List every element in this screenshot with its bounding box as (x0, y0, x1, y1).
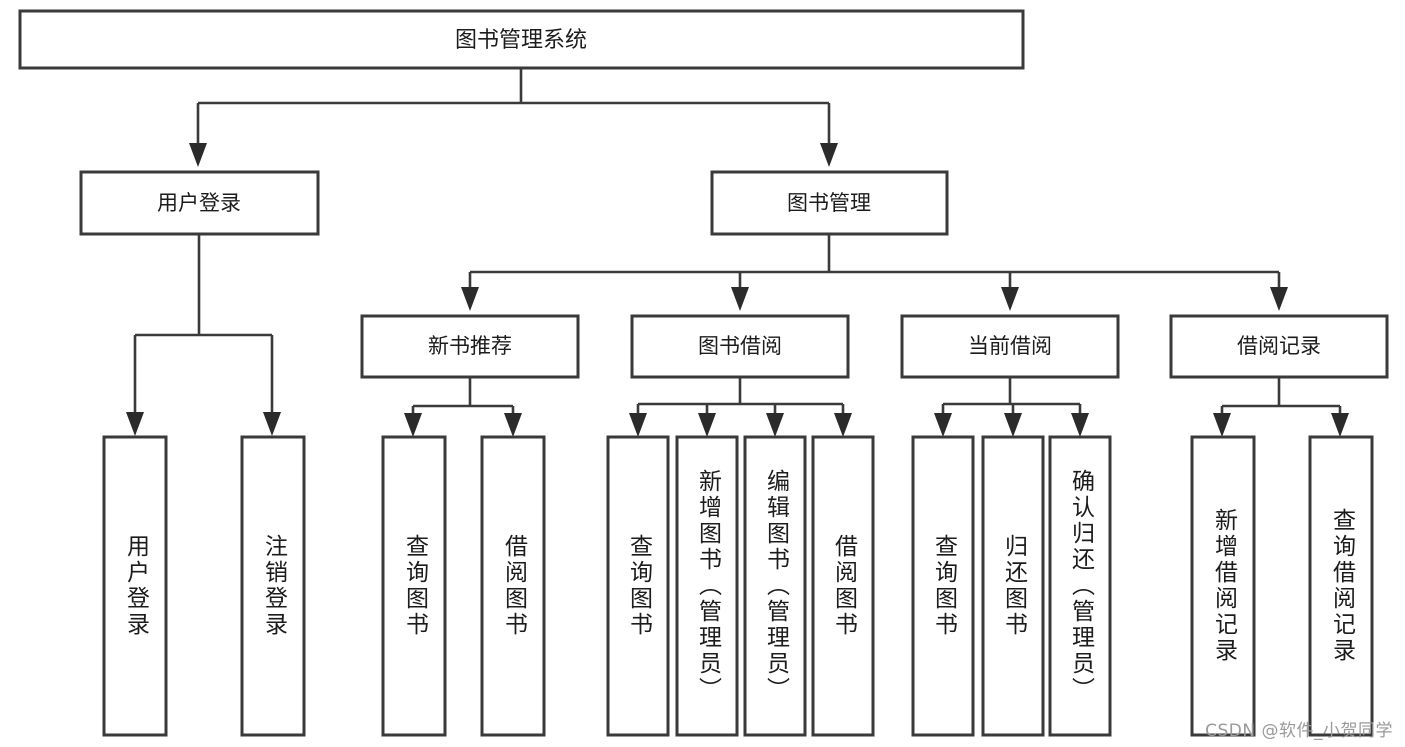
leaf-box-current-confirm[interactable] (1048, 435, 1112, 737)
node-book-management-label: 图书管理 (787, 191, 871, 215)
leaf-box-newbook-query[interactable] (381, 435, 447, 737)
node-current-borrow-label: 当前借阅 (968, 334, 1052, 358)
leaf-box-logout[interactable] (240, 435, 306, 737)
node-new-book-label: 新书推荐 (428, 334, 512, 358)
leaf-box-borrow-lend[interactable] (811, 435, 875, 737)
node-book-borrow-label: 图书借阅 (698, 334, 782, 358)
leaf-box-current-return[interactable] (981, 435, 1045, 737)
arrow-root-to-user-login-icon (189, 143, 207, 167)
arrow-book-borrow-leaf4-icon (834, 413, 852, 437)
arrow-book-borrow-leaf3-icon (766, 413, 784, 437)
node-new-book-box[interactable] (360, 314, 580, 379)
arrow-borrow-record-leaf1-icon (1213, 413, 1231, 437)
arrow-new-book-leaf1-icon (404, 413, 422, 437)
arrow-to-leaf-logout-icon (263, 412, 281, 436)
node-root-box[interactable] (18, 9, 1025, 70)
node-root-label: 图书管理系统 (455, 28, 587, 53)
node-user-login-label: 用户登录 (157, 191, 241, 215)
leaf-box-current-query[interactable] (911, 435, 975, 737)
arrow-to-current-borrow-icon (1001, 287, 1019, 311)
node-borrow-record-label: 借阅记录 (1237, 334, 1321, 358)
arrow-current-borrow-leaf1-icon (934, 413, 952, 437)
arrow-current-borrow-leaf2-icon (1004, 413, 1022, 437)
leaf-box-borrow-query[interactable] (606, 435, 670, 737)
arrow-to-book-borrow-icon (731, 287, 749, 311)
arrow-root-to-book-mgmt-icon (820, 143, 838, 167)
leaf-box-record-query[interactable] (1308, 435, 1374, 737)
arrow-current-borrow-leaf3-icon (1071, 413, 1089, 437)
csdn-watermark: CSDN @软件_小贺同学 (1205, 721, 1393, 741)
arrow-borrow-record-leaf2-icon (1331, 413, 1349, 437)
leaf-box-newbook-borrow[interactable] (480, 435, 546, 737)
node-current-borrow-box[interactable] (900, 314, 1120, 379)
node-book-management-box[interactable] (710, 170, 949, 236)
leaf-box-record-add[interactable] (1190, 435, 1256, 737)
arrow-book-borrow-leaf1-icon (629, 413, 647, 437)
node-borrow-record-box[interactable] (1169, 314, 1389, 379)
leaf-box-borrow-edit[interactable] (743, 435, 807, 737)
arrow-book-borrow-leaf2-icon (698, 413, 716, 437)
leaf-box-user-login[interactable] (102, 435, 168, 737)
arrow-to-leaf-user-login-icon (126, 412, 144, 436)
arrow-to-borrow-record-icon (1270, 287, 1288, 311)
node-book-borrow-box[interactable] (630, 314, 850, 379)
arrow-to-new-book-icon (461, 287, 479, 311)
leaf-box-borrow-add[interactable] (675, 435, 739, 737)
arrow-new-book-leaf2-icon (504, 413, 522, 437)
